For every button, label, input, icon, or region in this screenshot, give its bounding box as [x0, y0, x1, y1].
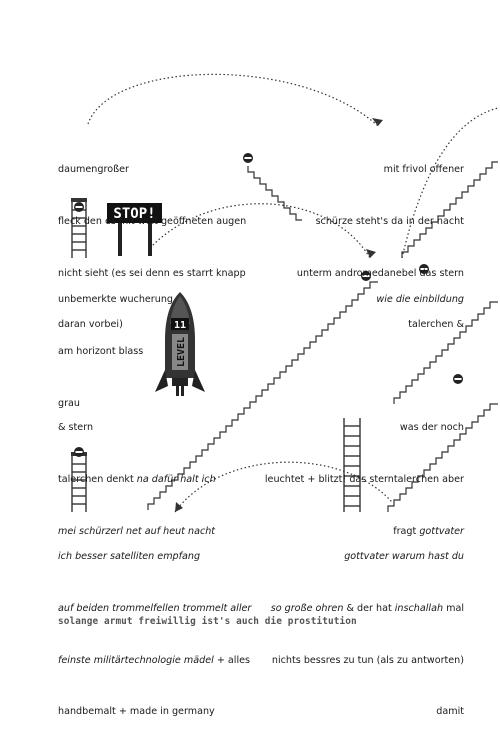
text-line: nichts bessres zu tun (als zu antworten) [271, 654, 464, 666]
text-line: am horizont blass [58, 346, 144, 358]
text-line: gottvater warum hast du [344, 551, 464, 563]
rocket-level-label: LEVEL [176, 337, 187, 367]
no-entry-icon [74, 447, 84, 457]
text-line: feinste militärtechnologie mädel + alles [58, 652, 251, 669]
text-run: fragt [393, 525, 420, 537]
stanza-8: gottvater warum hast du so große ohren &… [271, 514, 464, 738]
ladder [343, 418, 361, 512]
text-line: talerchen & [408, 319, 464, 331]
text-line: fragt gottvater [265, 523, 464, 540]
no-entry-icon [453, 374, 463, 384]
text-line: & stern [58, 422, 94, 434]
text-run-italic: inschallah [394, 603, 444, 615]
arrow-head [372, 118, 383, 126]
footer-line: solange armut freiwillig ist's auch die … [58, 616, 357, 627]
text-line: leuchtet + blitzt! das sterntalerchen ab… [264, 474, 464, 486]
text-line: handbemalt + made in germany [58, 706, 215, 718]
text-run: mal [443, 603, 464, 615]
text-line: talerchen denkt na dafür halt ich [58, 471, 216, 488]
text-line: schürze steht's da in der nacht [315, 216, 464, 228]
arrow-head [366, 249, 376, 258]
text-line: unbemerkte wucherung [58, 294, 173, 306]
text-run-italic: so große ohren [270, 603, 344, 615]
arrow-head [175, 502, 183, 512]
staircase [387, 403, 498, 512]
text-line: wie die einbildung [376, 294, 464, 306]
text-line: mit frivol offener [383, 164, 464, 176]
dotted-arc [401, 107, 499, 259]
dotted-arc [174, 461, 393, 513]
no-entry-icon [419, 264, 429, 274]
stop-sign-label: STOP! [113, 206, 155, 222]
no-entry-icon [243, 153, 253, 163]
text-line: auf beiden trommelfellen trommelt aller [58, 603, 252, 615]
stop-sign: STOP! [107, 203, 162, 256]
text-run: & der hat [343, 603, 395, 615]
stanza-2: mit frivol offener schürze steht's da in… [297, 127, 464, 351]
ladder [71, 456, 87, 512]
text-run-italic: na dafür halt ich [136, 474, 216, 486]
stanza-5: & stern talerchen denkt na dafür halt ic… [58, 385, 216, 557]
stanza-3: unbemerkte wucherung am horizont blass g… [58, 257, 173, 429]
text-line: grau [58, 397, 80, 409]
text-line: daumengroßer [58, 164, 129, 176]
staircase [401, 161, 498, 258]
rocket-icon: 11 LEVEL [155, 292, 205, 396]
text-line: damit [436, 706, 464, 718]
text-line: daran vorbei) [58, 319, 123, 331]
text-run: + alles [213, 654, 251, 666]
dotted-arc [87, 73, 379, 127]
stanza-1: daumengroßer fleck den es mit weit geöff… [58, 127, 246, 351]
text-run: talerchen denkt [58, 474, 137, 486]
text-run-italic: feinste militärtechnologie mädel [58, 654, 214, 666]
text-line: fleck den es mit weit geöffneten augen [58, 216, 247, 228]
no-entry-icon [74, 202, 84, 212]
text-line: mei schürzerl net auf heut nacht [58, 525, 216, 537]
staircase [393, 301, 498, 404]
stanza-6: was der noch leuchtet + blitzt! das ster… [265, 385, 464, 557]
stanza-4: wie die einbildung [376, 257, 464, 326]
staircase [147, 281, 378, 510]
dotted-arc [149, 203, 371, 259]
text-line: ich besser satelliten empfang [58, 551, 201, 563]
no-entry-icon [361, 271, 371, 281]
artwork-layer: STOP! 11 LEVEL [71, 73, 499, 513]
text-line: unterm andromedanebel das stern [296, 267, 464, 279]
text-line: so große ohren & der hat inschallah mal [271, 600, 464, 617]
staircase [247, 166, 302, 221]
text-line: nicht sieht (es sei denn es starrt knapp [58, 267, 246, 279]
rocket-level-number: 11 [174, 320, 186, 331]
text-run-italic: gottvater [419, 525, 464, 537]
text-line: was der noch [399, 422, 464, 434]
